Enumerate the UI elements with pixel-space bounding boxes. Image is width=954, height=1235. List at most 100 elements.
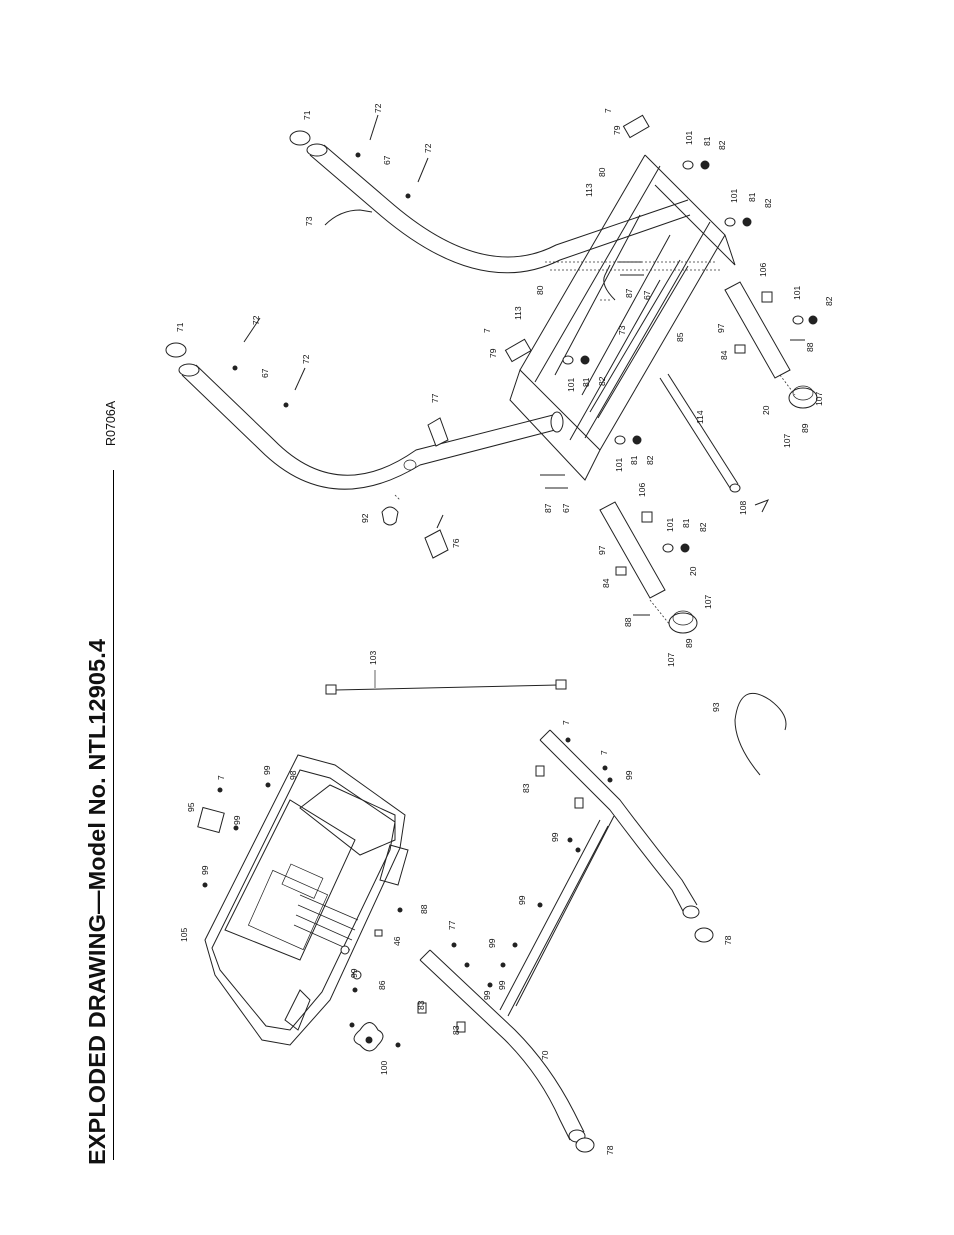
callout-105: 105	[179, 928, 189, 942]
callout-99: 99	[200, 865, 210, 875]
callout-83: 83	[451, 1025, 461, 1035]
callout-80: 80	[597, 167, 607, 177]
callout-79: 79	[612, 125, 622, 135]
console-assembly	[197, 754, 409, 1052]
callout-80: 80	[535, 285, 545, 295]
callout-89: 89	[800, 423, 810, 433]
callout-97: 97	[716, 323, 726, 333]
callout-97: 97	[597, 545, 607, 555]
callout-7: 7	[482, 328, 492, 333]
callout-81: 81	[681, 518, 691, 528]
callout-7: 7	[561, 720, 571, 725]
callout-88: 88	[623, 617, 633, 627]
callout-20: 20	[688, 566, 698, 576]
callout-101: 101	[729, 189, 739, 203]
callout-113: 113	[513, 306, 523, 320]
cable	[734, 692, 787, 776]
callout-76: 76	[451, 538, 461, 548]
callout-101: 101	[614, 458, 624, 472]
callout-95: 95	[186, 802, 196, 812]
callout-82: 82	[717, 140, 727, 150]
callout-78: 78	[605, 1145, 615, 1155]
callout-92: 92	[360, 513, 370, 523]
callout-77: 77	[430, 393, 440, 403]
callout-99: 99	[487, 938, 497, 948]
callout-88: 88	[805, 342, 815, 352]
callout-20: 20	[761, 405, 771, 415]
callout-84: 84	[601, 578, 611, 588]
callout-7: 7	[216, 775, 226, 780]
callout-72: 72	[301, 354, 311, 364]
callouts: 105 95 7 99 98 99 99 99 46 88 86 100 77 …	[175, 103, 834, 1155]
callout-73: 73	[304, 216, 314, 226]
callout-101: 101	[792, 286, 802, 300]
callout-83: 83	[416, 1000, 426, 1010]
callout-107: 107	[666, 653, 676, 667]
callout-67: 67	[260, 368, 270, 378]
callout-99: 99	[624, 770, 634, 780]
callout-99: 99	[232, 815, 242, 825]
callout-98: 98	[288, 770, 298, 780]
callout-82: 82	[824, 296, 834, 306]
callout-81: 81	[581, 377, 591, 387]
callout-99: 99	[482, 990, 492, 1000]
callout-89: 89	[684, 638, 694, 648]
callout-67: 67	[382, 155, 392, 165]
callout-113: 113	[584, 183, 594, 197]
callout-99: 99	[262, 765, 272, 775]
title-rule	[113, 470, 114, 1160]
callout-71: 71	[302, 110, 312, 120]
callout-84: 84	[719, 350, 729, 360]
callout-82: 82	[763, 198, 773, 208]
callout-82: 82	[645, 455, 655, 465]
callout-107: 107	[782, 434, 792, 448]
callout-81: 81	[702, 136, 712, 146]
callout-106: 106	[758, 263, 768, 277]
callout-108: 108	[738, 501, 748, 515]
callout-86: 86	[377, 980, 387, 990]
callout-67: 67	[642, 290, 652, 300]
callout-99: 99	[497, 980, 507, 990]
callout-46: 46	[392, 936, 402, 946]
callout-87: 87	[543, 503, 553, 513]
callout-78: 78	[723, 935, 733, 945]
callout-88: 88	[419, 904, 429, 914]
base-frame	[504, 114, 818, 634]
callout-72: 72	[373, 103, 383, 113]
callout-67: 67	[561, 503, 571, 513]
callout-87: 87	[624, 288, 634, 298]
callout-7: 7	[599, 750, 609, 755]
callout-82: 82	[597, 376, 607, 386]
callout-70: 70	[540, 1050, 550, 1060]
callout-101: 101	[665, 518, 675, 532]
callout-107: 107	[814, 392, 824, 406]
callout-106: 106	[637, 483, 647, 497]
callout-99: 99	[550, 832, 560, 842]
callout-81: 81	[629, 455, 639, 465]
callout-81: 81	[747, 192, 757, 202]
callout-73: 73	[617, 325, 627, 335]
callout-83: 83	[521, 783, 531, 793]
callout-99: 99	[517, 895, 527, 905]
callout-85: 85	[675, 332, 685, 342]
callout-82: 82	[698, 522, 708, 532]
callout-100: 100	[379, 1061, 389, 1075]
callout-101: 101	[566, 378, 576, 392]
callout-7: 7	[603, 108, 613, 113]
leader-lines	[394, 261, 796, 626]
callout-99: 99	[349, 968, 359, 978]
uprights	[165, 114, 691, 559]
callout-93: 93	[711, 702, 721, 712]
callout-71: 71	[175, 322, 185, 332]
wire-harness	[325, 670, 567, 695]
upright-frame	[417, 729, 714, 1153]
callout-72: 72	[423, 143, 433, 153]
callout-114: 114	[695, 410, 705, 424]
callout-79: 79	[488, 348, 498, 358]
callout-101: 101	[684, 131, 694, 145]
callout-103: 103	[368, 651, 378, 665]
callout-72: 72	[251, 315, 261, 325]
callout-107: 107	[703, 595, 713, 609]
callout-77: 77	[447, 920, 457, 930]
